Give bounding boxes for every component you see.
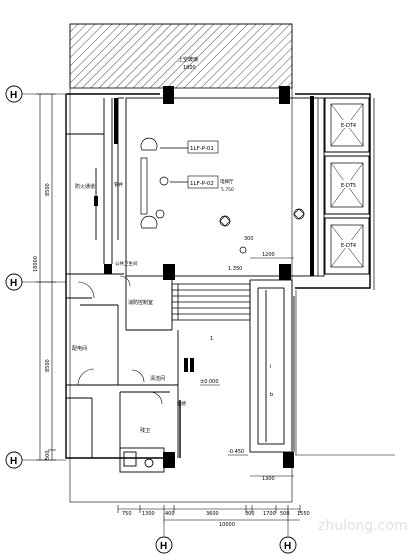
stair-flight xyxy=(171,283,251,321)
dim-bottom-total: 10000 xyxy=(219,522,235,528)
elevator-bank: E-DT4 E-DT5 E-DT4 xyxy=(317,97,375,290)
elevator-shaft-1 xyxy=(324,97,370,153)
grid-label-bottom-right: H xyxy=(284,541,291,552)
room-b-label: 配电间 xyxy=(72,345,87,352)
room-f-label: 烟感 xyxy=(177,400,186,407)
grid-bubble-left-bottom: H xyxy=(5,451,66,469)
left-fixture-blocks xyxy=(94,98,194,372)
level-mark-mid: ±0.000 xyxy=(200,379,219,385)
stair-mark-a: 1 xyxy=(210,336,213,342)
dim-bottom-4: 3600 xyxy=(206,511,219,517)
room-c-label: 清洁间 xyxy=(150,375,165,382)
bottom-dimension-chain xyxy=(117,505,301,524)
ramp xyxy=(249,279,295,453)
lower-right-walls xyxy=(295,290,395,456)
dim-left-1: 8500 xyxy=(45,183,51,196)
room-g-label: 管井 xyxy=(114,181,123,188)
stair-mark-c: i xyxy=(270,364,271,370)
watermark: zhulong.com xyxy=(318,518,408,534)
left-wing-walls xyxy=(66,97,179,473)
dim-bottom-5: 300 xyxy=(245,511,255,517)
elevator-label-2: E-DT5 xyxy=(341,183,356,189)
elevator-shaft-3 xyxy=(324,217,370,275)
dim-left-3: 8500 xyxy=(45,359,51,372)
dim-left-2: 18000 xyxy=(33,256,39,272)
dim-lower-right: 1300 xyxy=(262,476,275,482)
dim-top-right-1: 300 xyxy=(244,236,254,242)
tag-b-text: 1LF-P-02 xyxy=(190,181,214,187)
hatched-void-area xyxy=(69,23,293,89)
grid-label-left-top: H xyxy=(10,90,17,101)
level-mark-low: -0.450 xyxy=(228,449,244,455)
tag-1lf-p-01: 1LF-P-01 xyxy=(187,140,219,154)
grid-label-bottom-left: H xyxy=(160,541,167,552)
dim-bottom-3: 400 xyxy=(165,511,175,517)
grid-bubble-bottom-left: H xyxy=(155,524,173,554)
exterior-walls xyxy=(65,93,371,459)
grid-label-left-bottom: H xyxy=(10,456,17,467)
dim-bottom-7: 500 xyxy=(280,511,290,517)
stair-mark-b: b xyxy=(270,392,273,398)
dim-bottom-8: 1550 xyxy=(297,511,310,517)
dim-top-right-2: 1200 xyxy=(262,252,275,258)
left-dimension-chain xyxy=(36,93,56,461)
grid-bubble-left-mid: H xyxy=(5,273,66,291)
corridor-side-label: 防火通道 xyxy=(75,183,95,190)
door-swings xyxy=(77,275,163,405)
void-dim: 1800 xyxy=(183,65,196,71)
dim-left-4: 500 xyxy=(45,450,51,460)
dim-bottom-2: 1300 xyxy=(142,511,155,517)
tag-b-sub: 电梯厅 xyxy=(220,178,234,185)
site-boundary xyxy=(69,23,293,503)
dim-bottom-1: 750 xyxy=(122,511,132,517)
lobby-fixtures xyxy=(140,137,305,254)
elevator-shaft-2 xyxy=(324,155,370,215)
room-d-label: 公共卫生间 xyxy=(115,260,138,267)
tag-1lf-p-02: 1LF-P-02 电梯厅 5.750 xyxy=(187,175,234,193)
tag-b-elev: 5.750 xyxy=(221,187,234,193)
elevator-label-1: E-DT4 xyxy=(341,123,356,129)
grid-bubble-bottom-right: H xyxy=(279,524,297,554)
elevator-label-3: E-DT4 xyxy=(341,243,356,249)
tag-a-text: 1LF-P-01 xyxy=(190,146,214,152)
grid-label-left-mid: H xyxy=(10,278,17,289)
void-label: 上空玻璃 xyxy=(178,56,198,63)
room-a-label: 消防控制室 xyxy=(128,299,153,306)
dim-bottom-6: 1700 xyxy=(263,511,276,517)
columns xyxy=(163,86,314,468)
level-mark-right: 1.350 xyxy=(228,266,242,272)
lift-lobby xyxy=(125,97,325,277)
room-e-label: 残卫 xyxy=(140,427,150,434)
grid-bubble-left-top: H xyxy=(5,85,66,103)
